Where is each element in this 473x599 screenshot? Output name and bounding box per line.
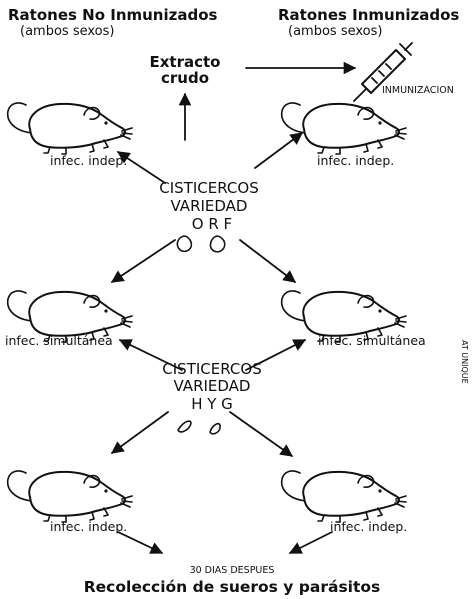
mouse-bottom-right-icon bbox=[282, 471, 406, 522]
arrow-hyg-to-bottom-right bbox=[230, 412, 292, 456]
header-right-subtitle: (ambos sexos) bbox=[288, 24, 382, 39]
header-right-title: Ratones Inmunizados bbox=[278, 6, 459, 24]
mouse-top-right-icon bbox=[282, 103, 406, 154]
label-top-right: infec. indep. bbox=[317, 153, 394, 168]
hyg-code: H Y G bbox=[191, 395, 233, 413]
arrow-orf-to-middle-left bbox=[112, 240, 175, 282]
mouse-bottom-left-icon bbox=[8, 471, 132, 522]
arrow-hyg-to-bottom-left bbox=[112, 412, 168, 453]
cysticercus-hyg-icon bbox=[178, 421, 220, 434]
label-bottom-right: infec. indep. bbox=[330, 519, 407, 534]
label-middle-right: infec. simultánea bbox=[318, 333, 426, 348]
arrow-bottom-left-to-footer bbox=[118, 532, 162, 553]
header-left-subtitle: (ambos sexos) bbox=[20, 24, 114, 39]
orf-line1: CISTICERCOS bbox=[159, 179, 258, 197]
cysticercus-orf-icon bbox=[177, 236, 224, 252]
label-top-left: infec. indep. bbox=[50, 153, 127, 168]
label-middle-left: infec. simultánea bbox=[5, 333, 113, 348]
extract-line2: crudo bbox=[161, 69, 209, 87]
header-left-title: Ratones No Inmunizados bbox=[8, 6, 218, 24]
orf-line2: VARIEDAD bbox=[171, 197, 248, 215]
arrow-hyg-to-middle-right bbox=[246, 340, 305, 370]
arrow-orf-to-middle-right bbox=[240, 240, 295, 282]
arrow-bottom-right-to-footer bbox=[290, 532, 332, 553]
arrow-orf-to-top-right bbox=[255, 133, 302, 168]
footer-title: Recolección de sueros y parásitos bbox=[84, 578, 381, 596]
immunization-label: INMUNIZACION bbox=[382, 85, 454, 96]
margin-mark: AT UNIQUE bbox=[460, 340, 469, 384]
arrow-hyg-to-middle-left bbox=[120, 340, 182, 370]
orf-code: O R F bbox=[192, 215, 232, 233]
mouse-top-left-icon bbox=[8, 103, 132, 154]
footer-note: 30 DIAS DESPUES bbox=[190, 565, 275, 576]
hyg-line2: VARIEDAD bbox=[174, 377, 251, 395]
label-bottom-left: infec. indep. bbox=[50, 519, 127, 534]
